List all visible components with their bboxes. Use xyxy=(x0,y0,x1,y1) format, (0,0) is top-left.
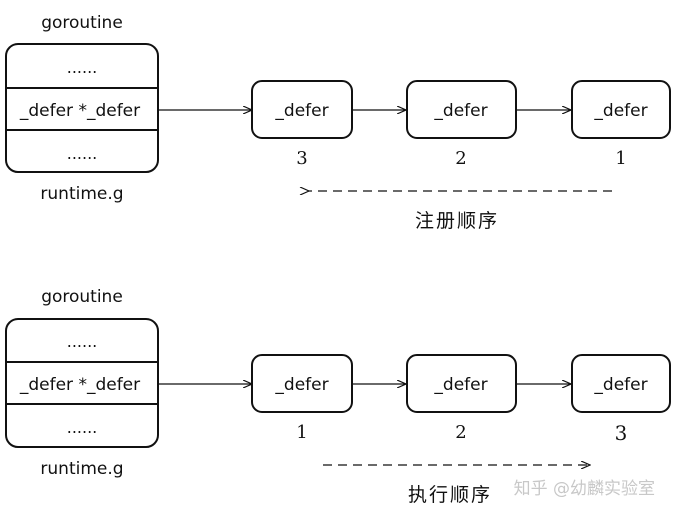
bottom-struct-row-3: ...... xyxy=(67,418,98,437)
bottom-section: goroutine ...... _defer *_defer ...... r… xyxy=(5,287,671,506)
bottom-defer-node-2-index: 2 xyxy=(455,422,466,443)
bottom-goroutine-label: goroutine xyxy=(41,287,123,307)
bottom-runtime-label: runtime.g xyxy=(40,459,123,479)
bottom-defer-node-3-index: 3 xyxy=(615,421,628,445)
bottom-defer-node-2-box xyxy=(406,354,517,413)
top-defer-node-2-index: 2 xyxy=(455,148,466,169)
top-runtime-g-struct: ...... _defer *_defer ...... xyxy=(5,43,159,173)
top-struct-row-2: _defer *_defer xyxy=(19,101,140,121)
bottom-struct-row-1: ...... xyxy=(67,332,98,351)
top-struct-row-3: ...... xyxy=(67,144,98,163)
top-defer-node-1-label: _defer xyxy=(274,101,328,121)
top-section: goroutine ...... _defer *_defer ...... r… xyxy=(5,13,671,232)
top-order-label: 注册顺序 xyxy=(415,210,499,232)
top-defer-node-2: _defer 2 xyxy=(406,80,517,169)
top-defer-node-2-label: _defer xyxy=(433,101,487,121)
top-struct-row-1: ...... xyxy=(67,58,98,77)
top-goroutine-label: goroutine xyxy=(41,13,123,33)
bottom-struct-row-2: _defer *_defer xyxy=(19,375,140,395)
bottom-defer-node-1-index: 1 xyxy=(296,422,307,443)
top-struct-box xyxy=(5,43,159,173)
bottom-defer-node-3: _defer 3 xyxy=(571,354,671,445)
top-defer-node-2-box xyxy=(406,80,517,139)
bottom-defer-node-2: _defer 2 xyxy=(406,354,517,443)
top-defer-node-1-box xyxy=(251,80,353,139)
bottom-struct-box xyxy=(5,318,159,448)
bottom-order-label: 执行顺序 xyxy=(408,484,492,506)
top-defer-node-1-index: 3 xyxy=(296,148,307,169)
top-runtime-label: runtime.g xyxy=(40,184,123,204)
top-defer-node-3: _defer 1 xyxy=(571,80,671,169)
bottom-runtime-g-struct: ...... _defer *_defer ...... xyxy=(5,318,159,448)
top-defer-node-3-box xyxy=(571,80,671,139)
top-defer-node-3-label: _defer xyxy=(593,101,647,121)
bottom-defer-node-2-label: _defer xyxy=(433,375,487,395)
bottom-defer-node-1-box xyxy=(251,354,353,413)
top-defer-node-3-index: 1 xyxy=(615,148,626,169)
bottom-defer-node-1: _defer 1 xyxy=(251,354,353,443)
bottom-defer-node-3-box xyxy=(571,354,671,413)
watermark: 知乎 @幼麟实验室 xyxy=(514,479,655,499)
top-defer-node-1: _defer 3 xyxy=(251,80,353,169)
bottom-defer-node-3-label: _defer xyxy=(593,375,647,395)
bottom-defer-node-1-label: _defer xyxy=(274,375,328,395)
